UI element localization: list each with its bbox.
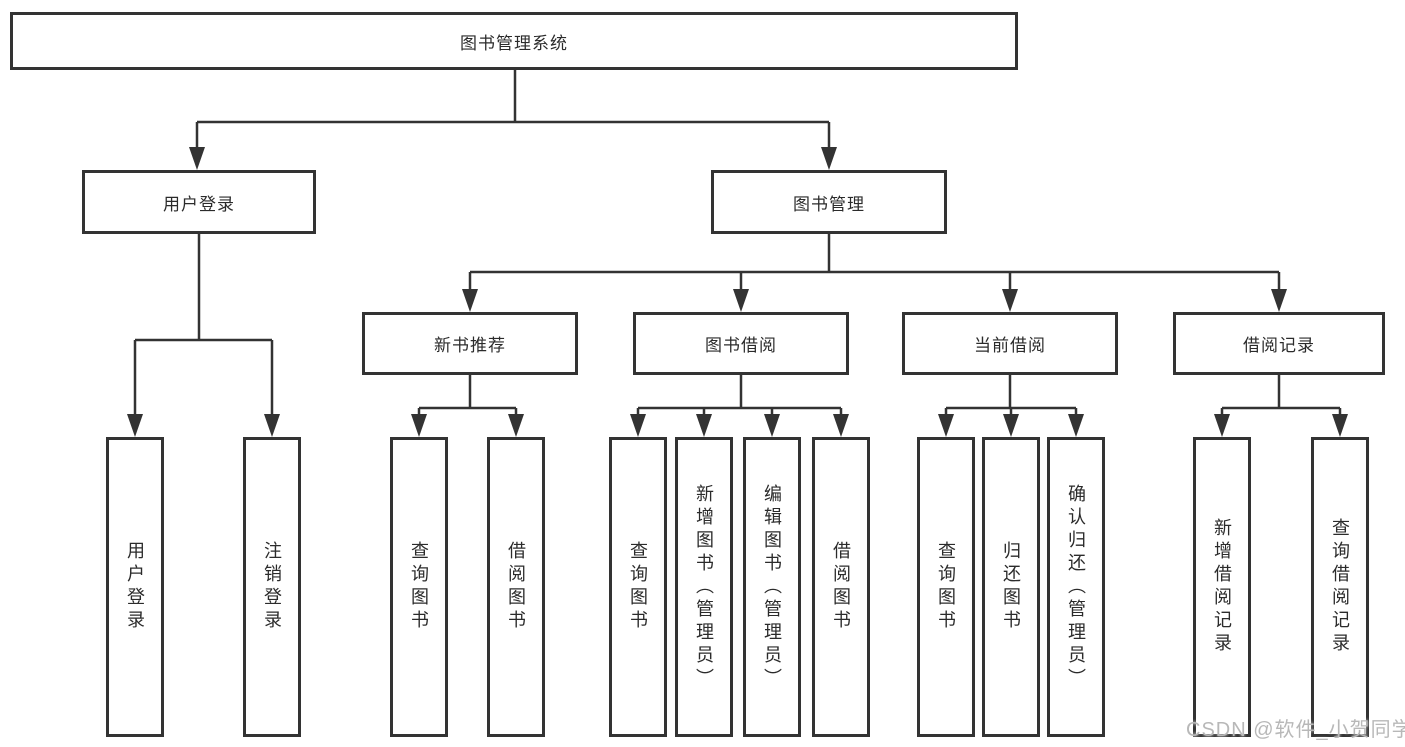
node-new-book-recommend: 新书推荐 (362, 312, 578, 375)
node-leaf-query-books-borrowing: 查询图书 (609, 437, 667, 737)
node-borrowing-records: 借阅记录 (1173, 312, 1385, 375)
node-leaf-return-books: 归还图书 (982, 437, 1040, 737)
node-user-login: 用户登录 (82, 170, 316, 234)
watermark-text: CSDN @软件_小贺同学 (1186, 719, 1405, 741)
node-leaf-add-borrow-record: 新增借阅记录 (1193, 437, 1251, 737)
node-leaf-query-books-recommend: 查询图书 (390, 437, 448, 737)
node-library-management-system: 图书管理系统 (10, 12, 1018, 70)
node-current-borrowing: 当前借阅 (902, 312, 1118, 375)
node-leaf-confirm-return-admin: 确认归还（管理员） (1047, 437, 1105, 737)
node-book-borrowing: 图书借阅 (633, 312, 849, 375)
node-leaf-user-login: 用户登录 (106, 437, 164, 737)
node-leaf-add-book-admin: 新增图书（管理员） (675, 437, 733, 737)
node-leaf-query-borrow-record: 查询借阅记录 (1311, 437, 1369, 737)
node-leaf-query-books-current: 查询图书 (917, 437, 975, 737)
node-leaf-edit-book-admin: 编辑图书（管理员） (743, 437, 801, 737)
node-leaf-logout: 注销登录 (243, 437, 301, 737)
node-leaf-borrow-books-borrowing: 借阅图书 (812, 437, 870, 737)
node-book-management: 图书管理 (711, 170, 947, 234)
node-leaf-borrow-books-recommend: 借阅图书 (487, 437, 545, 737)
